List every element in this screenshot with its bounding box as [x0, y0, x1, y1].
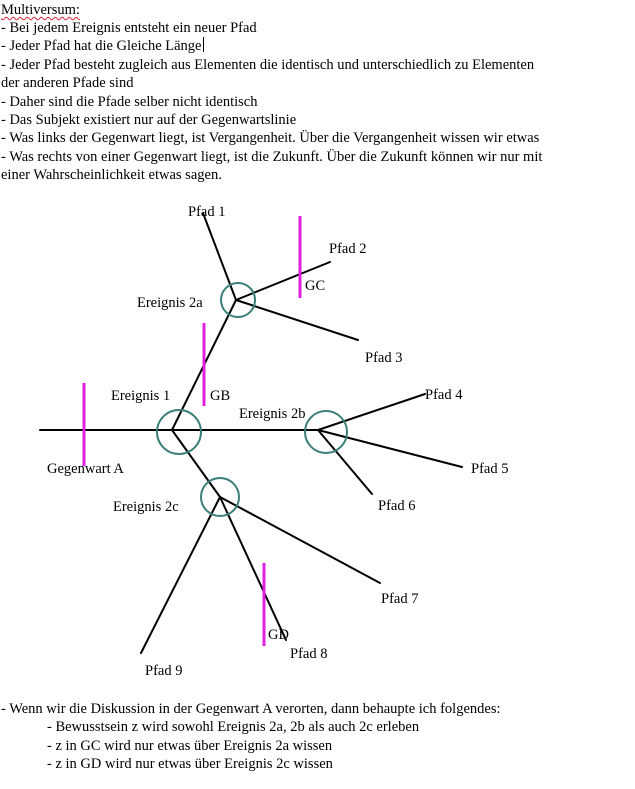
conclusion-line: - Wenn wir die Diskussion in der Gegenwa… [1, 701, 501, 717]
branch-pfad-7 [219, 496, 381, 584]
intro-line: - Daher sind die Pfade selber nicht iden… [1, 93, 258, 110]
diagram-labels: Pfad 1 Pfad 2 GC Ereignis 2a Pfad 3 Erei… [47, 204, 508, 679]
intro-line: - Was links der Gegenwart liegt, ist Ver… [1, 130, 540, 147]
conclusion-item: - z in GD wird nur etwas über Ereignis 2… [47, 756, 333, 773]
branch-pfad-4 [317, 393, 426, 431]
ereignis-1-circle [156, 409, 202, 455]
label-pfad-9: Pfad 9 [145, 663, 182, 679]
intro-line: einer Wahrscheinlichkeit etwas sagen. [1, 167, 222, 184]
label-ereignis-2c: Ereignis 2c [113, 499, 179, 515]
intro-list: - Bei jedem Ereignis entsteht ein neuer … [1, 19, 542, 185]
label-ereignis-2b: Ereignis 2b [239, 406, 305, 422]
intro-line: der anderen Pfade sind [1, 75, 134, 92]
label-pfad-4: Pfad 4 [425, 387, 463, 403]
branch-pfad-9 [140, 496, 221, 654]
ereignis-2c-circle [200, 477, 240, 517]
conclusion-item: - Bewusstsein z wird sowohl Ereignis 2a,… [47, 719, 420, 736]
branch-pfad-6 [317, 429, 373, 495]
label-pfad-1: Pfad 1 [188, 204, 225, 220]
branch-pfad-5 [317, 429, 463, 468]
conclusion-list: - Wenn wir die Diskussion in der Gegenwa… [1, 700, 501, 774]
branch-pfad-8 [219, 496, 287, 641]
intro-line: - Jeder Pfad besteht zugleich aus Elemen… [1, 56, 535, 73]
label-pfad-6: Pfad 6 [378, 498, 415, 514]
branch-pfad-3 [235, 299, 359, 341]
ereignis-2b-circle [304, 410, 348, 454]
path-lines [39, 212, 463, 654]
page-title: Multiversum: [1, 2, 80, 18]
branch-to-ereignis-2c [171, 429, 221, 498]
intro-line: - Das Subjekt existiert nur auf der Gege… [1, 111, 297, 128]
branch-pfad-2 [235, 261, 331, 301]
intro-line: - Jeder Pfad hat die Gleiche Länge [1, 37, 204, 55]
label-ereignis-1: Ereignis 1 [111, 388, 170, 404]
label-gb: GB [210, 388, 230, 404]
label-pfad-8: Pfad 8 [290, 646, 327, 662]
label-pfad-5: Pfad 5 [471, 461, 508, 477]
branch-pfad-1 [202, 212, 237, 301]
label-pfad-3: Pfad 3 [365, 350, 402, 366]
label-gegenwart-a: Gegenwart A [47, 461, 124, 477]
label-ereignis-2a: Ereignis 2a [137, 295, 203, 311]
label-gc: GC [305, 278, 325, 294]
label-pfad-2: Pfad 2 [329, 241, 366, 257]
present-markers [82, 216, 302, 646]
conclusion-item: - z in GC wird nur etwas über Ereignis 2… [47, 737, 333, 754]
intro-line: - Bei jedem Ereignis entsteht ein neuer … [1, 20, 257, 36]
label-pfad-7: Pfad 7 [381, 591, 418, 607]
intro-line: - Was rechts von einer Gegenwart liegt, … [1, 148, 543, 165]
text-cursor [202, 37, 204, 53]
event-circles [156, 282, 348, 517]
label-gd: GD [268, 627, 289, 643]
ereignis-2a-circle [220, 282, 256, 318]
